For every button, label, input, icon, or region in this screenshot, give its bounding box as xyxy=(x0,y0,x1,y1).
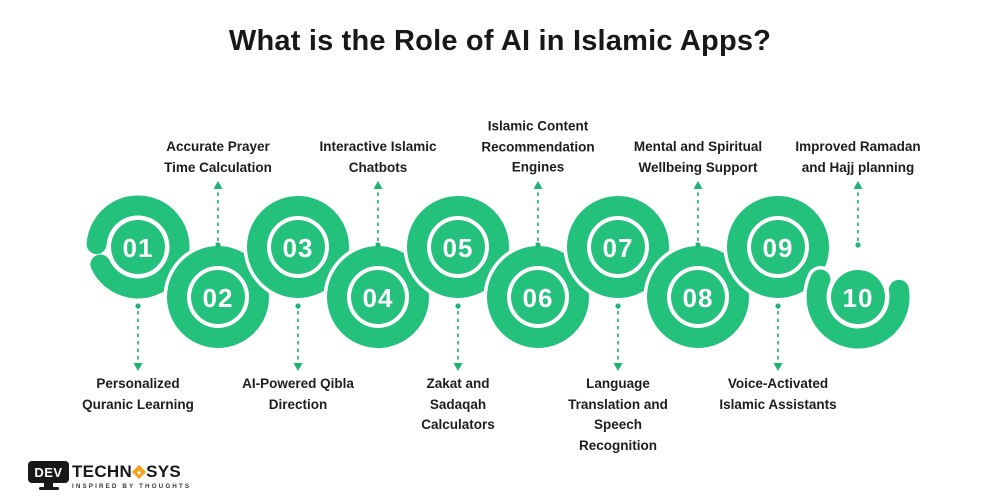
connector-dot xyxy=(775,303,781,309)
node-number: 06 xyxy=(523,283,554,313)
connector-dot xyxy=(695,242,701,248)
arrow-up-icon xyxy=(373,181,383,189)
arrow-down-icon xyxy=(773,363,783,371)
arrow-down-icon xyxy=(293,363,303,371)
connector-dot xyxy=(215,242,221,248)
feature-label: Islamic Content Recommendation Engines xyxy=(481,118,595,175)
arrow-up-icon xyxy=(693,181,703,189)
arrow-down-icon xyxy=(453,363,463,371)
node-ring xyxy=(487,246,589,348)
logo-monitor-text: DEV xyxy=(28,461,69,483)
serpentine-ribbon xyxy=(83,191,913,352)
arrow-up-icon xyxy=(853,181,863,189)
feature-label: Improved Ramadan and Hajj planning xyxy=(795,138,921,175)
logo-diamond-icon xyxy=(131,464,147,479)
node-number: 08 xyxy=(683,283,714,313)
node-ring xyxy=(167,246,269,348)
node-number: 04 xyxy=(363,283,394,313)
connector-dot xyxy=(295,303,301,309)
timeline-node xyxy=(271,220,325,274)
feature-label: Personalized Quranic Learning xyxy=(82,376,194,412)
feature-label: AI-Powered Qibla Direction xyxy=(242,376,354,412)
timeline-node xyxy=(191,270,245,324)
node-number: 09 xyxy=(763,233,794,263)
node-number: 03 xyxy=(283,233,314,263)
node-number: 01 xyxy=(123,233,154,263)
timeline-node xyxy=(831,270,885,324)
feature-label: Accurate Prayer Time Calculation xyxy=(164,138,272,175)
connector-dot xyxy=(535,242,541,248)
arrow-up-icon xyxy=(213,181,223,189)
logo-monitor-base xyxy=(38,487,59,490)
node-number: 07 xyxy=(603,233,634,263)
logo-wordmark-part2: SYS xyxy=(146,462,181,481)
connector-dot xyxy=(615,303,621,309)
connector-dot xyxy=(455,303,461,309)
timeline-node xyxy=(351,270,405,324)
timeline-node xyxy=(431,220,485,274)
logo: DEV TECHN SYS INSPIRED BY THOUGHTS xyxy=(28,461,191,490)
infographic-title: What is the Role of AI in Islamic Apps? xyxy=(228,25,772,57)
node-ring xyxy=(647,246,749,348)
arrow-down-icon xyxy=(613,363,623,371)
node-ring xyxy=(86,195,190,299)
node-ring xyxy=(327,246,429,348)
feature-label: Language Translation and Speech Recognit… xyxy=(568,376,668,453)
timeline-node xyxy=(111,220,165,274)
timeline-node xyxy=(751,220,805,274)
timeline-node xyxy=(511,270,565,324)
feature-label: Voice-Activated Islamic Assistants xyxy=(719,376,837,412)
node-ring xyxy=(806,269,910,349)
timeline-node xyxy=(671,270,725,324)
connector-dot xyxy=(135,303,141,309)
connector-dot xyxy=(855,242,861,248)
logo-wordmark: TECHN SYS xyxy=(72,463,191,480)
connector-lines xyxy=(133,181,863,371)
feature-label: Mental and Spiritual Wellbeing Support xyxy=(633,138,763,175)
logo-monitor-icon: DEV xyxy=(28,461,69,490)
node-number: 02 xyxy=(203,283,234,313)
arrow-up-icon xyxy=(533,181,543,189)
node-ring xyxy=(727,196,829,298)
node-ring xyxy=(407,196,509,298)
timeline-nodes: 01 02 03 04 05 06 07 08 09 10 xyxy=(111,220,885,324)
connector-dot xyxy=(375,242,381,248)
logo-wordmark-part1: TECHN xyxy=(72,462,133,481)
logo-monitor-neck xyxy=(44,483,53,487)
timeline-node xyxy=(591,220,645,274)
node-ring xyxy=(567,196,669,298)
feature-label: Zakat and Sadaqah Calculators xyxy=(421,376,495,433)
node-number: 10 xyxy=(843,283,874,313)
arrow-down-icon xyxy=(133,363,143,371)
feature-label: Interactive Islamic Chatbots xyxy=(319,138,437,175)
node-number: 05 xyxy=(443,233,474,263)
node-ring xyxy=(247,196,349,298)
logo-tagline: INSPIRED BY THOUGHTS xyxy=(72,483,192,490)
